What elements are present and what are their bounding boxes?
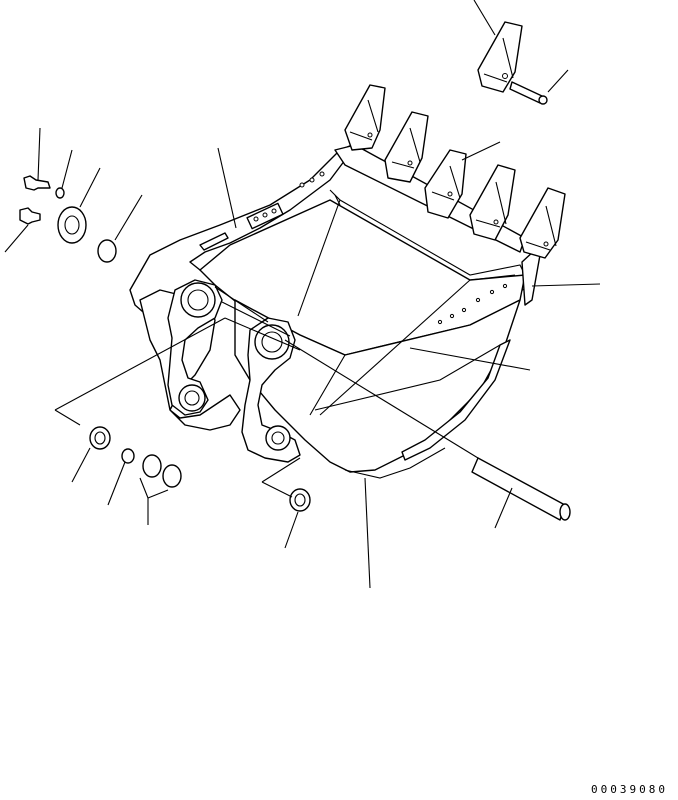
bucket-tooth	[424, 149, 467, 219]
edge-hole	[502, 283, 508, 289]
bucket-tooth-exploded	[477, 21, 523, 93]
tooth-pin-end	[538, 95, 548, 105]
bucket-tooth	[384, 111, 429, 183]
leader-lines	[4, 0, 601, 589]
edge-hole	[475, 297, 481, 303]
bolt	[23, 175, 51, 191]
bushing	[89, 426, 111, 450]
edge-hole	[437, 319, 443, 325]
side-hole	[262, 212, 268, 218]
teeth-group	[344, 21, 566, 259]
bushing-inner	[94, 431, 106, 445]
hardware-parts	[19, 175, 571, 521]
pin-boss-lower-left	[178, 384, 206, 412]
side-hole	[299, 182, 305, 188]
bucket-tooth	[344, 84, 386, 151]
side-hole	[271, 208, 277, 214]
edge-hole	[449, 313, 455, 319]
side-hole	[309, 177, 315, 183]
boss-cover-inner	[64, 215, 80, 235]
bushing-lower-inner	[294, 493, 306, 507]
pin-boss-lower-right	[265, 425, 291, 451]
drawing-code: 00039080	[591, 783, 668, 796]
boss-cover	[57, 206, 87, 244]
spacer-shim	[162, 464, 182, 488]
snap-ring	[121, 448, 135, 464]
edge-hole	[461, 307, 467, 313]
pin-boss-upper-right	[254, 324, 290, 360]
side-hole	[319, 171, 325, 177]
pin-boss-lower-left-ring	[184, 390, 200, 406]
pin-boss-upper-left	[180, 282, 216, 318]
bucket-tooth	[469, 164, 516, 241]
tooth-pin	[509, 81, 543, 104]
bucket-lower-boss-plate	[139, 289, 241, 431]
shim	[97, 239, 117, 263]
side-cutter-right	[521, 249, 541, 306]
grease-fitting	[19, 207, 41, 225]
bucket-body	[129, 144, 541, 479]
spacer-shim	[142, 454, 162, 478]
wear-strip	[401, 339, 511, 461]
bucket-tooth	[519, 187, 566, 259]
pin-end	[559, 503, 571, 521]
wear-strip-edge	[344, 447, 446, 479]
bucket-edge-line	[309, 344, 501, 416]
pin-boss-upper-left-ring	[187, 289, 209, 311]
pin	[471, 457, 566, 521]
washer	[55, 187, 65, 199]
edge-hole	[489, 289, 495, 295]
bushing-lower	[289, 488, 311, 512]
side-slot	[199, 232, 229, 251]
link-rib	[214, 286, 301, 351]
side-hole	[253, 216, 259, 222]
pin-boss-lower-right-ring	[271, 431, 285, 445]
